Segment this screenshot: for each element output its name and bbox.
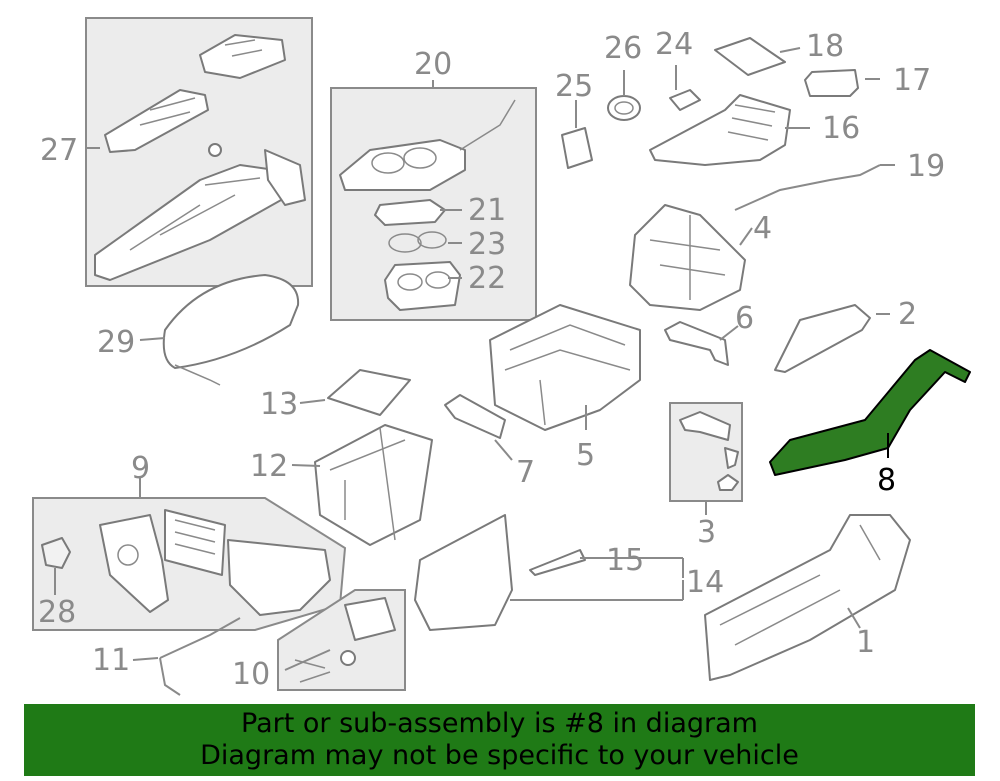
part-15-trim-strip[interactable] — [529, 549, 586, 576]
part-7-bracket[interactable] — [444, 394, 506, 439]
callout-10: 10 — [232, 657, 270, 692]
notice-banner: Part or sub-assembly is #8 in diagram Di… — [24, 704, 975, 776]
part-8-highlighted-trim[interactable] — [769, 349, 971, 476]
part-5-console-frame[interactable] — [489, 304, 641, 431]
callout-24: 24 — [655, 27, 693, 62]
part-18-pad[interactable] — [714, 37, 786, 76]
part-1-console-body[interactable] — [704, 514, 911, 681]
banner-line-2: Diagram may not be specific to your vehi… — [200, 740, 799, 771]
part-19-wiring-harness[interactable] — [734, 164, 881, 211]
part-20-cupholder-assembly[interactable] — [339, 99, 516, 311]
part-2-trim[interactable] — [774, 304, 871, 373]
callout-7: 7 — [516, 455, 535, 490]
part-24-clip[interactable] — [669, 89, 701, 111]
callout-29: 29 — [97, 325, 135, 360]
callout-15: 15 — [606, 543, 644, 578]
callout-6: 6 — [735, 301, 754, 336]
part-3-bracket-kit[interactable] — [679, 411, 739, 491]
callout-4: 4 — [753, 211, 772, 246]
part-14-side-panel[interactable] — [414, 514, 513, 631]
part-25-switch[interactable] — [561, 127, 593, 169]
callout-3: 3 — [697, 515, 716, 550]
callout-28: 28 — [38, 595, 76, 630]
callout-2: 2 — [898, 297, 917, 332]
part-26-socket[interactable] — [607, 95, 641, 121]
part-4-shifter-housing[interactable] — [629, 204, 746, 311]
part-17-module[interactable] — [804, 69, 859, 97]
part-10-fastener-kit[interactable] — [294, 597, 396, 683]
callout-17: 17 — [893, 63, 931, 98]
callout-1: 1 — [856, 625, 875, 660]
callout-25: 25 — [555, 69, 593, 104]
callout-20: 20 — [414, 47, 452, 82]
banner-line-1: Part or sub-assembly is #8 in diagram — [241, 708, 758, 739]
callout-14: 14 — [686, 565, 724, 600]
callout-16: 16 — [822, 111, 860, 146]
leader-lines — [54, 47, 895, 671]
callout-5: 5 — [576, 438, 595, 473]
callout-19: 19 — [907, 149, 945, 184]
callout-12: 12 — [250, 449, 288, 484]
callout-8: 8 — [877, 463, 896, 498]
callout-18: 18 — [806, 29, 844, 64]
part-29-armrest[interactable] — [162, 274, 300, 386]
part-13-pad[interactable] — [327, 369, 411, 416]
part-12-storage-bin[interactable] — [314, 424, 433, 546]
part-11-cable[interactable] — [159, 617, 241, 696]
part-27-console-trim[interactable] — [94, 34, 306, 281]
callout-13: 13 — [260, 387, 298, 422]
callout-22: 22 — [468, 261, 506, 296]
part-6-bracket[interactable] — [664, 321, 729, 366]
part-16-switch-panel[interactable] — [649, 94, 791, 166]
callout-26: 26 — [604, 31, 642, 66]
callout-9: 9 — [131, 451, 150, 486]
callout-21: 21 — [468, 193, 506, 228]
callout-23: 23 — [468, 227, 506, 262]
callout-27: 27 — [40, 133, 78, 168]
part-9-console-panels[interactable] — [41, 509, 331, 616]
callout-11: 11 — [92, 643, 130, 678]
